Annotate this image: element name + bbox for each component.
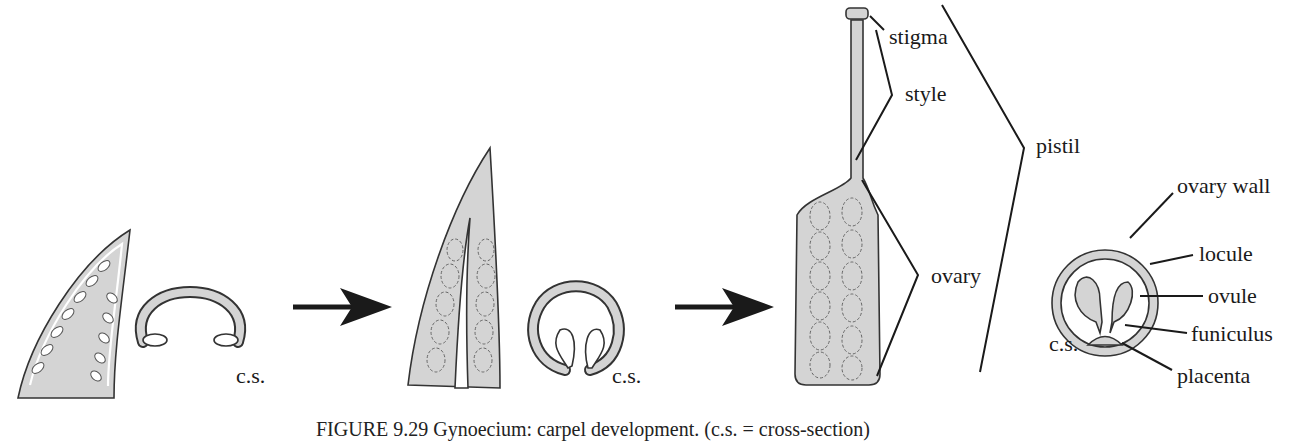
- part-label: placenta: [1177, 365, 1250, 387]
- figure-caption: FIGURE 9.29 Gynoecium: carpel developmen…: [316, 419, 870, 439]
- part-label: c.s.: [1049, 333, 1078, 355]
- folding-cross-section: [533, 286, 619, 370]
- part-label: locule: [1199, 243, 1253, 265]
- open-cross-section: [141, 292, 240, 346]
- part-label: style: [905, 83, 947, 105]
- part-label: pistil: [1036, 135, 1080, 157]
- part-label: c.s.: [236, 365, 265, 387]
- pistil-drawing: [795, 8, 880, 385]
- open-carpel: [18, 230, 130, 398]
- part-label: c.s.: [612, 365, 641, 387]
- part-label: funiculus: [1191, 323, 1273, 345]
- part-label: ovary: [931, 265, 981, 287]
- folding-carpel: [408, 148, 500, 388]
- part-label: ovary wall: [1177, 175, 1270, 197]
- part-label: stigma: [889, 26, 948, 48]
- part-label: ovule: [1208, 285, 1257, 307]
- leader-lines: [856, 5, 1203, 376]
